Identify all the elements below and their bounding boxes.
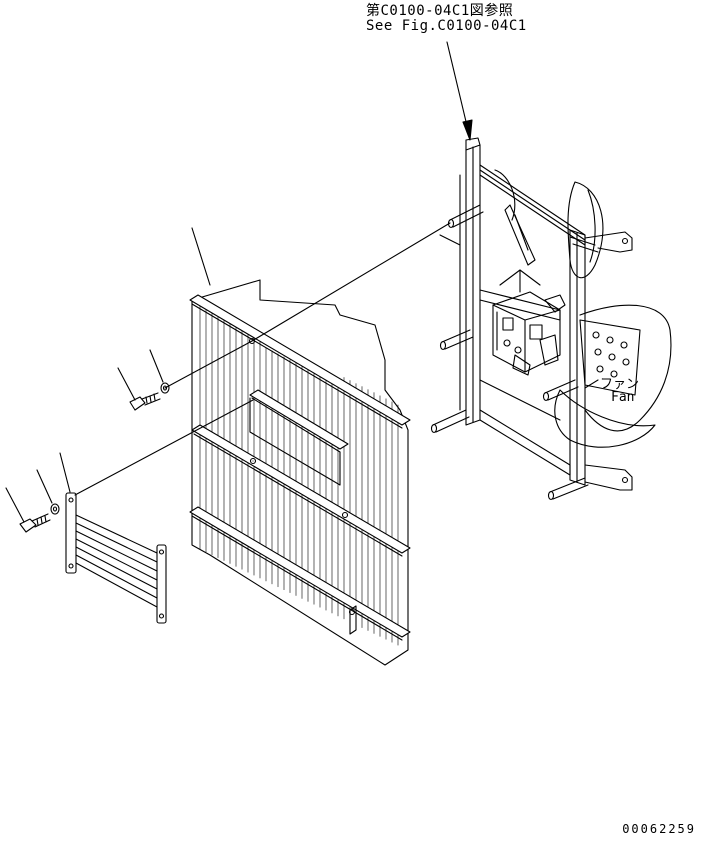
document-number: 00062259	[622, 822, 696, 836]
reference-leader-arrow	[446, 41, 473, 141]
frame-studs	[430, 204, 599, 501]
fan-motor	[492, 269, 566, 376]
fan	[494, 169, 672, 448]
lower-washer	[36, 469, 60, 515]
radiator-mount-frame	[439, 137, 633, 491]
fan-label-english: Fan	[611, 390, 635, 405]
radiator-fin-lines	[199, 303, 399, 646]
reference-label-japanese: 第C0100-04C1図参照	[366, 3, 514, 19]
radiator-core	[189, 227, 411, 666]
upper-washer	[149, 349, 170, 394]
alignment-lines	[74, 222, 451, 496]
fan-label-leader	[584, 379, 599, 389]
reference-label-english: See Fig.C0100-04C1	[366, 18, 527, 34]
upper-bolt	[117, 367, 161, 411]
small-grille	[59, 452, 167, 624]
lower-bolt	[5, 487, 51, 533]
fan-label-japanese: ファン	[600, 377, 640, 392]
